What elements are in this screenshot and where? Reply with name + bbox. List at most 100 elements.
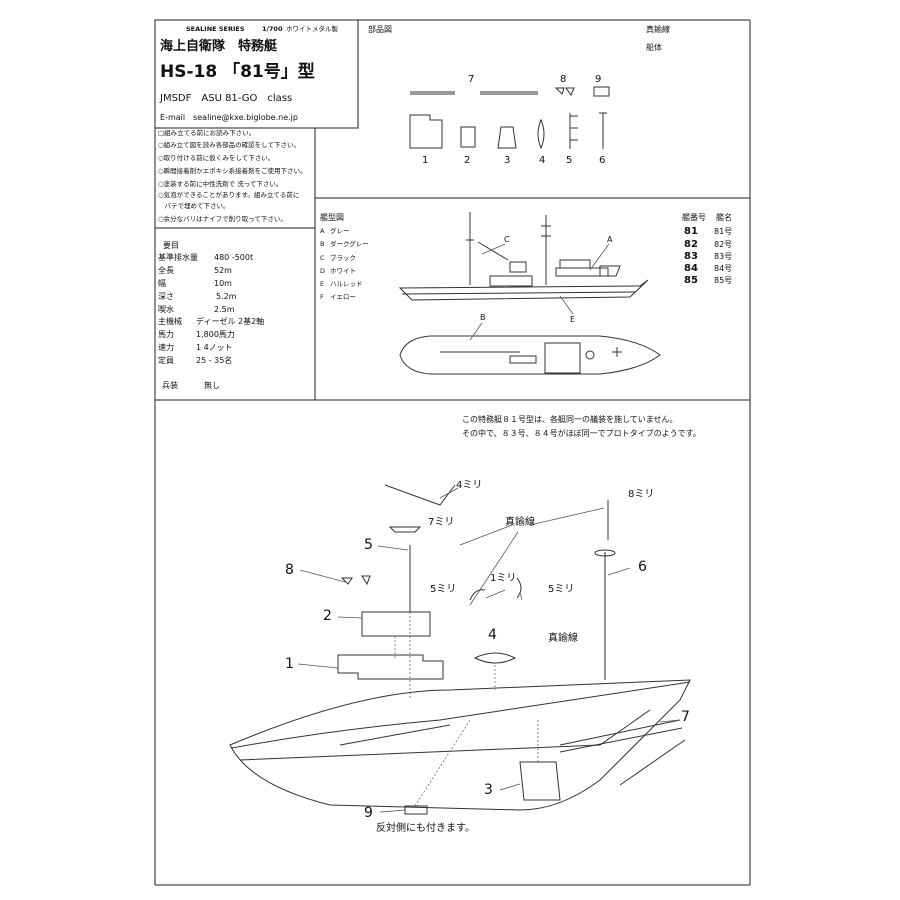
spec-value: 1,800馬力 [196, 330, 235, 339]
model-jp: HS-18 「81号」型 [160, 62, 315, 82]
hull-no: 82 [684, 239, 698, 250]
note-item: パテで埋めて下さい。 [158, 202, 230, 210]
legend-label: ブラック [330, 254, 356, 262]
top-view [399, 335, 661, 375]
assembly-part-1: 1 [285, 656, 294, 672]
spec-value: 1 4ノット [196, 343, 233, 352]
header-box [154, 19, 359, 129]
legend-key: A [320, 227, 325, 235]
label-1mm: 1ミリ [490, 573, 517, 584]
label-8mm: 8ミリ [628, 489, 655, 500]
note-item: ○余分なバリはナイフで削り取って下さい。 [158, 215, 287, 223]
paint-heading: 艦型図 [320, 213, 344, 222]
hull-name: 85号 [714, 276, 733, 285]
parts-heading: 部品図 [368, 25, 392, 34]
spec-label: 定員 [158, 356, 174, 365]
legend-label: イエロー [330, 293, 356, 301]
part-1-shape [409, 114, 443, 149]
legend-key: B [320, 240, 325, 248]
part-number: 9 [595, 74, 602, 85]
callout-e: E [570, 315, 576, 324]
hull-no: 83 [684, 251, 698, 262]
spec-value: 5.2m [216, 292, 237, 301]
spec-label: 深さ [158, 292, 174, 301]
part-number: 8 [560, 74, 567, 85]
callout-a: A [607, 235, 613, 244]
hull-no: 84 [684, 263, 698, 274]
part-number: 1 [422, 155, 429, 166]
hull-name: 84号 [714, 264, 733, 273]
part-4-shape [537, 118, 545, 150]
email-link[interactable]: E-mail sealine@kxe.biglobe.ne.jp [160, 113, 298, 122]
legend-key: C [320, 254, 325, 262]
part-number: 5 [566, 155, 573, 166]
material-label: ホワイトメタル製 [286, 25, 338, 33]
part-number: 2 [464, 155, 471, 166]
spec-label: 全長 [158, 266, 174, 275]
legend-key: F [320, 293, 324, 301]
part-2-shape [460, 126, 476, 148]
label-5mm-a: 5ミリ [430, 584, 457, 595]
hull-name: 82号 [714, 240, 733, 249]
spec-value: 52m [214, 266, 232, 275]
hull-col2: 艦名 [716, 213, 732, 222]
hull-name: 83号 [714, 252, 733, 261]
legend-key: E [320, 280, 325, 288]
note-item: ○組み立て図を読み各部品の確認をして下さい。 [158, 141, 300, 149]
part-number: 7 [468, 74, 475, 85]
part-number: 6 [599, 155, 606, 166]
legend-label: グレー [330, 227, 350, 235]
model-en: JMSDF ASU 81-GO class [160, 93, 293, 104]
label-4mm: 4ミリ [456, 480, 483, 491]
note-item: ○気泡ができることがあります。組み立てる前に [158, 191, 300, 199]
assembly-footer: 反対側にも付きます。 [376, 823, 475, 834]
armament-value: 無し [204, 381, 220, 390]
assembly-part-6: 6 [638, 559, 647, 575]
specs-heading: 要目 [163, 241, 179, 250]
legend-label: ホワイト [330, 267, 356, 275]
assembly-part-9: 9 [364, 805, 373, 821]
side-profile [398, 212, 649, 301]
legend-label: ダークグレー [330, 240, 369, 248]
assembly-part-3: 3 [484, 782, 493, 798]
label-7mm: 7ミリ [428, 517, 455, 528]
note-item: ○塗装する前に中性洗剤で 洗って下さい。 [158, 180, 283, 188]
series-label: SEALINE SERIES [186, 25, 245, 33]
spec-label: 馬力 [158, 330, 174, 339]
assembly-note-1: この特務艇８１号型は、各艇同一の艤装を施していません。 [462, 415, 678, 424]
spec-value: 2.5m [214, 305, 235, 314]
assembly-part-2: 2 [323, 608, 332, 624]
assembly-note-2: その中で、８３号、８４号がほぼ同一でプロトタイプのようです。 [462, 429, 701, 438]
hull-name: 81号 [714, 227, 733, 236]
assembly-part-5: 5 [364, 537, 373, 553]
label-brass-1: 真鍮線 [505, 517, 535, 528]
spec-label: 主機械 [158, 317, 182, 326]
part-6-shape [599, 112, 607, 149]
hull-no: 85 [684, 275, 698, 286]
part-3-shape [497, 126, 517, 149]
assembly-part-8: 8 [285, 562, 294, 578]
scale-label: 1/700 [262, 25, 283, 33]
hull-no: 81 [684, 226, 698, 237]
legend-label: ハルレッド [330, 280, 363, 288]
assembly-drawing [229, 484, 691, 815]
label-5mm-b: 5ミリ [548, 584, 575, 595]
spec-value: 25 - 35名 [196, 356, 233, 365]
spec-label: 幅 [158, 279, 166, 288]
spec-value: 480 -500t [214, 253, 254, 262]
part-5-shape [569, 113, 578, 149]
label-brass-2: 真鍮線 [548, 633, 578, 644]
part-number: 3 [504, 155, 511, 166]
armament-label: 兵装 [162, 381, 178, 390]
callout-b: B [480, 313, 486, 322]
callout-c: C [504, 235, 510, 244]
hull-col1: 艦番号 [682, 213, 706, 222]
spec-value: ディーゼル 2基2軸 [196, 317, 265, 326]
note-item: ○取り付ける前に仮くみをして下さい。 [158, 154, 275, 162]
notes-heading: □組み立てる前にお読み下さい。 [158, 129, 256, 137]
spec-label: 喫水 [158, 305, 174, 314]
note-item: ○瞬間接着剤かエポキシ系接着剤をご使用下さい。 [158, 167, 307, 175]
spec-label: 基準排水量 [158, 253, 198, 262]
assembly-part-4: 4 [488, 627, 497, 643]
